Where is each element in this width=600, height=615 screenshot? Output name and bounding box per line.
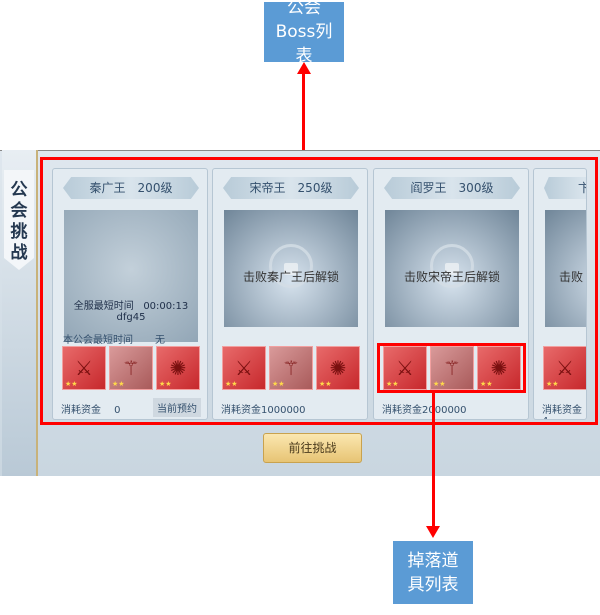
record-time: 00:00:13 — [143, 301, 189, 312]
arrow-head-down — [426, 526, 440, 538]
locked-portrait: 击败秦广王后解锁 — [224, 210, 358, 327]
boss-card[interactable]: 宋帝王 250级 击败秦广王后解锁 ⚔★★ ⚚★★ ✺★★ 消耗资金100000… — [212, 168, 368, 420]
drop-item-staff[interactable]: ⚚★★ — [269, 346, 313, 390]
boss-title: 阎罗王 300级 — [384, 177, 520, 199]
go-challenge-button[interactable]: 前往挑战 — [263, 433, 362, 463]
record-player: dfg45 — [116, 312, 146, 323]
annotation-text: 公会Boss列表 — [275, 0, 333, 66]
arrow-head-up — [297, 62, 311, 74]
arrow-line — [302, 72, 305, 154]
boss-list-highlight — [40, 157, 598, 425]
drop-item-fan[interactable]: ✺★★ — [477, 346, 521, 390]
drop-item-list: ⚔★★ ⚚★★ ✺★★ — [62, 346, 200, 390]
cost-label: 消耗资金4 — [542, 405, 582, 419]
drop-item-staff[interactable]: ⚚★★ — [430, 346, 474, 390]
record-label: 全服最短时间 — [73, 301, 134, 312]
booking-button[interactable]: 当前预约 — [153, 398, 201, 417]
lock-icon — [269, 244, 313, 288]
drop-item-list: ⚔★★ — [543, 346, 586, 390]
drop-item-list: ⚔★★ ⚚★★ ✺★★ — [222, 346, 360, 390]
annotation-text: 掉落道具列表 — [407, 550, 459, 595]
drop-item-fan[interactable]: ✺★★ — [316, 346, 360, 390]
guild-record: 本公会最短时间 无 — [63, 331, 165, 346]
boss-portrait: 全服最短时间 00:00:13 dfg45 — [64, 210, 198, 342]
annotation-boss-list: 公会Boss列表 — [264, 0, 344, 66]
arrow-line — [432, 393, 435, 528]
tab-label: 公会挑战 — [10, 180, 28, 263]
unlock-condition: 击败宋帝王后解锁 — [403, 270, 500, 284]
cost-label: 消耗资金 0 — [61, 405, 121, 416]
boss-title: 秦广王 200级 — [63, 177, 199, 199]
drop-item-sword[interactable]: ⚔★★ — [62, 346, 106, 390]
drop-list-highlight — [377, 343, 526, 393]
locked-portrait: 击败 — [545, 210, 586, 327]
cost-label: 消耗资金2000000 — [382, 405, 467, 416]
boss-card[interactable]: 阎罗王 300级 击败宋帝王后解锁 ⚔★★ ⚚★★ ✺★★ 消耗资金200000… — [373, 168, 529, 420]
guild-record-value: 无 — [155, 335, 165, 346]
tab-guild-challenge[interactable]: 公会挑战 — [4, 170, 34, 270]
drop-item-list: ⚔★★ ⚚★★ ✺★★ — [383, 346, 521, 390]
unlock-condition: 击败秦广王后解锁 — [242, 270, 339, 284]
drop-item-sword[interactable]: ⚔★★ — [222, 346, 266, 390]
boss-title: 卞 — [544, 177, 586, 199]
locked-portrait: 击败宋帝王后解锁 — [385, 210, 519, 327]
drop-item-fan[interactable]: ✺★★ — [156, 346, 200, 390]
cost-label: 消耗资金1000000 — [221, 405, 306, 416]
boss-title: 宋帝王 250级 — [223, 177, 359, 199]
drop-item-staff[interactable]: ⚚★★ — [109, 346, 153, 390]
lock-icon — [430, 244, 474, 288]
drop-item-sword[interactable]: ⚔★★ — [383, 346, 427, 390]
drop-item-sword[interactable]: ⚔★★ — [543, 346, 586, 390]
boss-card[interactable]: 秦广王 200级 全服最短时间 00:00:13 dfg45 本公会最短时间无 … — [52, 168, 208, 420]
boss-card-partial[interactable]: 卞 击败 ⚔★★ 消耗资金4 — [533, 168, 587, 420]
unlock-condition: 击败 — [559, 270, 584, 284]
guild-record-label: 本公会最短时间 — [63, 335, 133, 346]
annotation-drop-list: 掉落道具列表 — [393, 541, 473, 604]
